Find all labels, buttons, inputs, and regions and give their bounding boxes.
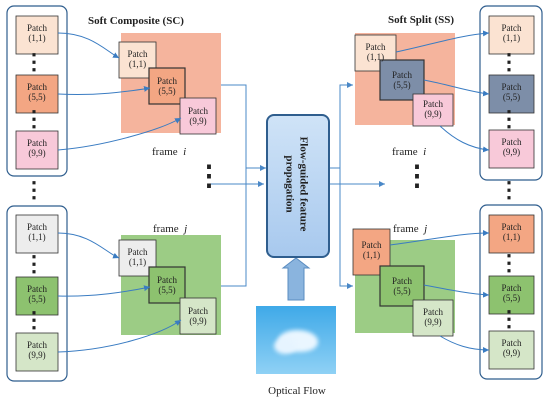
sc-title: Soft Composite (SC) <box>88 15 184 27</box>
optical-flow-label: Optical Flow <box>268 385 326 397</box>
patch-label: Patch(9,9) <box>27 340 47 361</box>
ellipsis-dots: ⋮ <box>23 49 45 74</box>
ellipsis-dots: ⋮ <box>498 49 520 74</box>
patch-label: Patch(9,9) <box>423 99 443 120</box>
patch-label: Patch(9,9) <box>501 137 522 158</box>
sc-frame-j-label: frame j <box>153 223 188 235</box>
ellipsis-dots: ⋮ <box>195 161 223 192</box>
ellipsis-dots: ⋮ <box>23 251 45 276</box>
ss-frame-j-label: frame j <box>393 223 428 235</box>
patch-label: Patch(5,5) <box>157 275 177 296</box>
left-i-patch-55 <box>15 74 59 114</box>
patch-label: Patch(1,1) <box>365 42 386 63</box>
ellipsis-dots: ⋮ <box>498 306 520 331</box>
sc-frame-i-label: frame i <box>152 146 187 158</box>
left-i-patch-11 <box>15 15 59 55</box>
patch-label: Patch(9,9) <box>501 338 522 359</box>
patch-label: Patch(1,1) <box>27 23 47 44</box>
patch-label: Patch(5,5) <box>501 283 522 304</box>
optical-flow-arrow <box>281 257 311 301</box>
patch-label: Patch(9,9) <box>423 307 443 328</box>
patch-label: Patch(5,5) <box>392 276 412 297</box>
patch-label: Patch(1,1) <box>501 23 522 44</box>
flow-guided-propagation-box <box>266 114 330 258</box>
patch-label: Patch(5,5) <box>27 284 47 305</box>
patch-label: Patch(1,1) <box>27 222 47 243</box>
right-group-frame-j <box>479 204 543 380</box>
patch-label: Patch(5,5) <box>392 70 412 91</box>
patch-label: Patch(5,5) <box>27 82 47 103</box>
ellipsis-dots: ⋮ <box>498 250 520 275</box>
patch-label: Patch(5,5) <box>501 82 522 103</box>
patch-label: Patch(9,9) <box>188 106 208 127</box>
ss-frame-i-label: frame i <box>392 146 427 158</box>
patch-label: Patch(5,5) <box>157 76 177 97</box>
left-j-patch-11 <box>15 214 59 254</box>
patch-label: Patch(9,9) <box>27 138 47 159</box>
ellipsis-dots: ⋮ <box>23 307 45 332</box>
left-j-patch-55 <box>15 276 59 316</box>
ellipsis-dots: ⋮ <box>403 161 431 192</box>
ellipsis-dots: ⋮ <box>498 177 520 202</box>
ss-title: Soft Split (SS) <box>388 14 455 26</box>
ellipsis-dots: ⋮ <box>498 106 520 131</box>
patch-label: Patch(1,1) <box>127 247 148 268</box>
ellipsis-dots: ⋮ <box>23 106 45 131</box>
patch-label: Patch(1,1) <box>501 222 522 243</box>
left-group-frame-j <box>6 205 68 382</box>
patch-label: Patch(1,1) <box>361 240 382 261</box>
patch-label: Patch(9,9) <box>188 306 208 327</box>
left-group-frame-i <box>6 5 68 177</box>
ellipsis-dots: ⋮ <box>23 177 45 202</box>
patch-label: Patch(1,1) <box>127 49 148 70</box>
optical-flow-image <box>256 306 336 374</box>
